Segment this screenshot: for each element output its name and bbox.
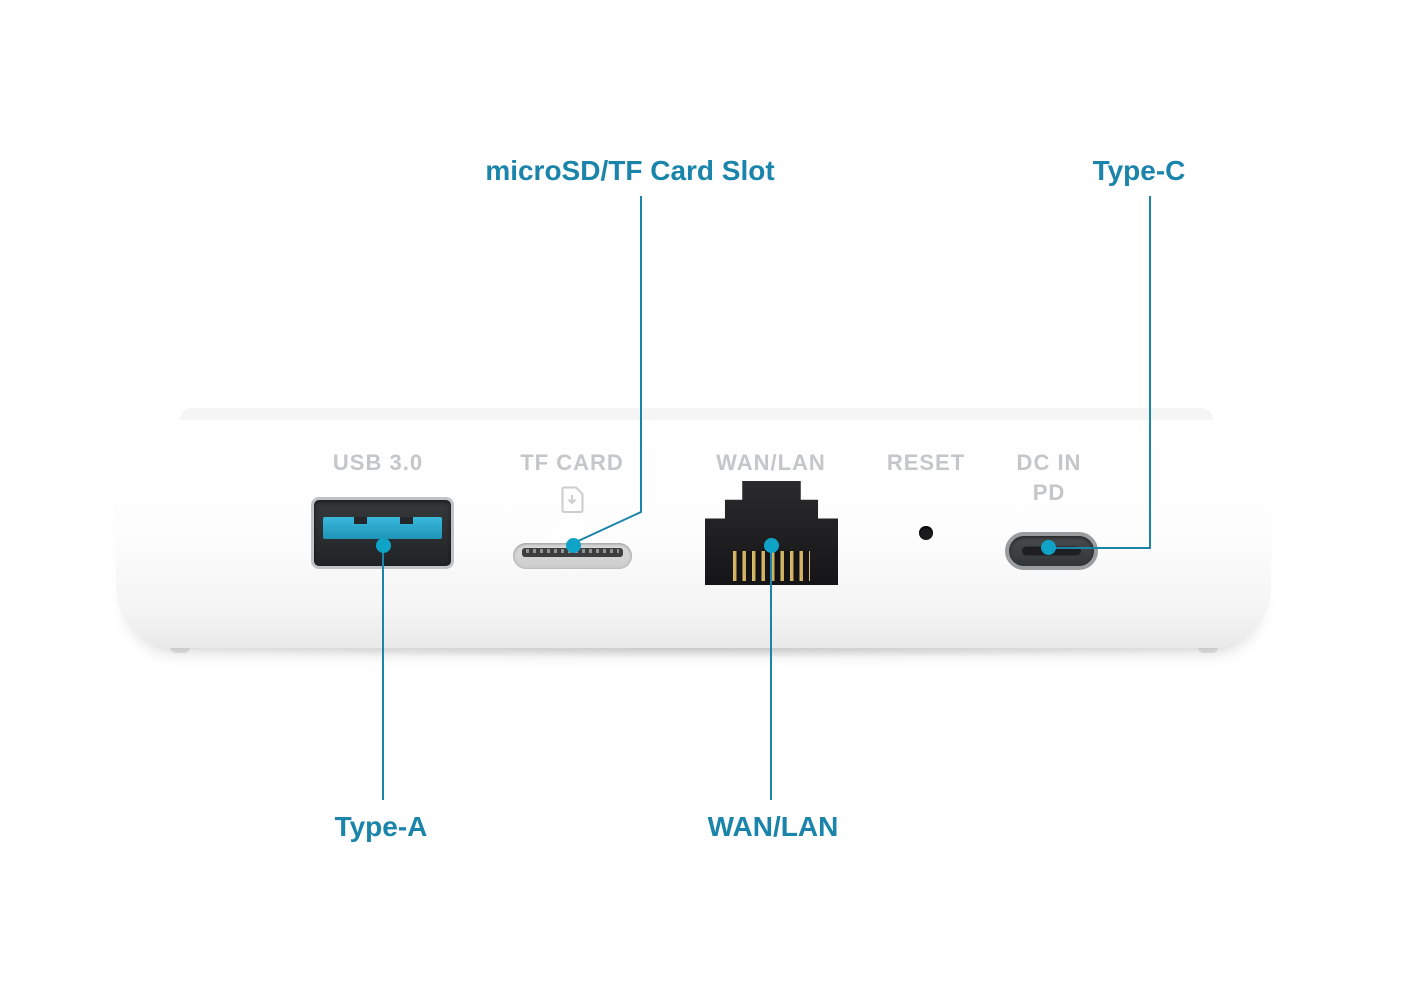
device-body — [116, 420, 1271, 648]
usb-a-tongue — [323, 517, 442, 539]
callout-label-wan-lan: WAN/LAN — [707, 811, 839, 842]
port-label-dc-line2: PD — [1032, 480, 1066, 505]
callout-label-type-c: Type-C — [1092, 155, 1186, 186]
port-label-wan: WAN/LAN — [716, 450, 826, 475]
callout-dot-microsd — [566, 538, 581, 553]
port-label-dc-in-pd: DC IN PD — [1017, 448, 1082, 508]
reset-pinhole — [919, 526, 933, 540]
callout-dot-type-c — [1041, 540, 1056, 555]
callout-dot-type-a — [376, 538, 391, 553]
callout-label-microsd: microSD/TF Card Slot — [485, 155, 775, 186]
ethernet-pins — [733, 551, 810, 581]
usb-a-contact — [354, 517, 367, 524]
port-label-reset: RESET — [886, 450, 966, 475]
port-label-usb: USB 3.0 — [332, 450, 424, 475]
port-label-dc-line1: DC IN — [1016, 450, 1082, 475]
port-label-tf: TF CARD — [520, 450, 624, 475]
callout-label-type-a: Type-A — [334, 811, 428, 842]
tf-card-icon — [560, 486, 584, 518]
callout-dot-wan-lan — [764, 538, 779, 553]
usb-a-contact — [400, 517, 413, 524]
usb-a-port — [311, 497, 454, 569]
